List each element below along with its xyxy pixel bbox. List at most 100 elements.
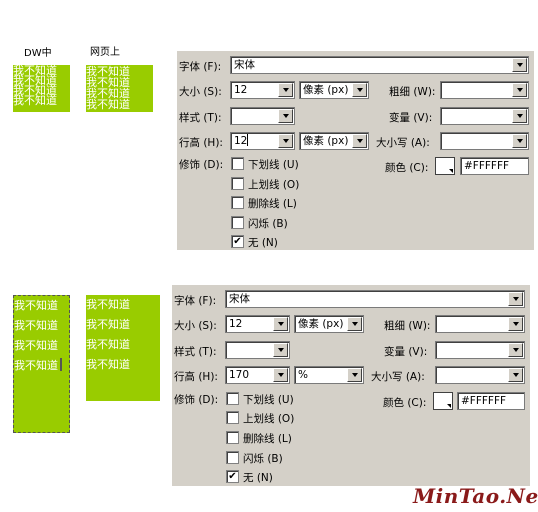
none-checkbox[interactable]: ✔	[231, 235, 244, 248]
variant-label: 变量 (V):	[389, 112, 433, 124]
font-value: 宋体	[234, 59, 255, 71]
preview-line: 我不知道	[13, 65, 57, 77]
size-value: 12	[234, 84, 248, 96]
variant-select[interactable]	[440, 107, 529, 125]
size-value: 12	[229, 318, 243, 330]
preview-line: 我不知道	[13, 94, 57, 107]
size-unit-value: 像素 (px)	[298, 318, 344, 330]
font-select[interactable]: 宋体	[230, 56, 529, 74]
chevron-down-icon	[352, 83, 367, 97]
weight-select[interactable]	[440, 81, 529, 99]
none-checkbox[interactable]: ✔	[226, 470, 239, 483]
color-label: 颜色 (C):	[383, 397, 427, 409]
color-value: #FFFFFF	[464, 160, 510, 172]
size-select[interactable]: 12	[230, 81, 295, 99]
chevron-down-icon	[278, 109, 293, 123]
lineheight-unit-select[interactable]: %	[294, 366, 364, 384]
chevron-down-icon	[273, 317, 288, 331]
color-input[interactable]: #FFFFFF	[460, 157, 529, 175]
none-label: 无 (N)	[248, 237, 278, 249]
chevron-down-icon	[352, 134, 367, 148]
chevron-down-icon	[347, 317, 362, 331]
chevron-down-icon	[512, 58, 527, 72]
caption-dw: DW中	[24, 48, 52, 59]
blink-checkbox[interactable]	[231, 216, 244, 229]
color-picker-swatch[interactable]	[435, 157, 455, 175]
color-label: 颜色 (C):	[385, 162, 429, 174]
chevron-down-icon	[508, 368, 523, 382]
strike-checkbox[interactable]	[231, 196, 244, 209]
chevron-down-icon	[278, 83, 293, 97]
case-label: 大小写 (A):	[376, 137, 430, 149]
lineheight-select[interactable]: 170	[225, 366, 290, 384]
dw-preview-tight: 我不知道 我不知道 我不知道 我不知道	[13, 65, 70, 112]
font-select[interactable]: 宋体	[225, 290, 525, 308]
case-select[interactable]	[435, 366, 525, 384]
chevron-down-icon	[512, 83, 527, 97]
chevron-down-icon	[508, 317, 523, 331]
case-select[interactable]	[440, 132, 529, 150]
color-value: #FFFFFF	[461, 395, 507, 407]
chevron-down-icon	[512, 134, 527, 148]
blink-label: 闪烁 (B)	[243, 453, 283, 465]
preview-line: 我不知道	[14, 356, 69, 376]
chevron-down-icon	[508, 292, 523, 306]
preview-line: 我不知道	[86, 358, 130, 371]
web-preview-spaced: 我不知道 我不知道 我不知道 我不知道	[86, 295, 160, 401]
lineheight-unit-select[interactable]: 像素 (px)	[299, 132, 369, 150]
preview-line: 我不知道	[86, 87, 130, 100]
style-label: 样式 (T):	[179, 112, 222, 124]
lineheight-label: 行高 (H):	[179, 137, 223, 149]
style-select[interactable]	[230, 107, 295, 125]
preview-line: 我不知道	[86, 65, 130, 78]
overline-label: 上划线 (O)	[243, 413, 295, 425]
preview-line: 我不知道	[14, 319, 58, 332]
style-select[interactable]	[225, 341, 290, 359]
underline-checkbox[interactable]	[231, 157, 244, 170]
preview-line: 我不知道	[86, 98, 130, 111]
web-preview-tight: 我不知道 我不知道 我不知道 我不知道	[86, 65, 153, 112]
preview-line: 我不知道	[13, 74, 57, 87]
watermark-logo: MinTao.Net	[413, 484, 538, 508]
strike-label: 删除线 (L)	[243, 433, 292, 445]
css-type-panel-bottom: 字体 (F): 宋体 大小 (S): 12 像素 (px) 粗细 (W): 样式…	[172, 285, 530, 486]
preview-line: 我不知道	[14, 339, 58, 352]
preview-line: 我不知道	[86, 76, 130, 89]
lineheight-unit-value: 像素 (px)	[303, 135, 349, 147]
color-input[interactable]: #FFFFFF	[457, 392, 525, 410]
size-select[interactable]: 12	[225, 315, 290, 333]
size-unit-select[interactable]: 像素 (px)	[299, 81, 369, 99]
overline-label: 上划线 (O)	[248, 179, 300, 191]
lineheight-select[interactable]: 12	[230, 132, 295, 150]
text-cursor	[60, 358, 62, 371]
chevron-down-icon	[273, 343, 288, 357]
weight-label: 粗细 (W):	[389, 86, 436, 98]
preview-line: 我不知道	[86, 318, 130, 331]
color-picker-swatch[interactable]	[433, 392, 453, 410]
weight-select[interactable]	[435, 315, 525, 333]
font-value: 宋体	[229, 293, 250, 305]
blink-label: 闪烁 (B)	[248, 218, 288, 230]
text-cursor	[247, 134, 249, 146]
underline-label: 下划线 (U)	[248, 159, 299, 171]
chevron-down-icon	[512, 109, 527, 123]
variant-label: 变量 (V):	[384, 346, 428, 358]
decoration-label: 修饰 (D):	[179, 159, 224, 171]
blink-checkbox[interactable]	[226, 451, 239, 464]
case-label: 大小写 (A):	[371, 371, 425, 383]
variant-select[interactable]	[435, 341, 525, 359]
underline-checkbox[interactable]	[226, 392, 239, 405]
caption-web: 网页上	[90, 47, 120, 58]
strike-label: 删除线 (L)	[248, 198, 297, 210]
overline-checkbox[interactable]	[226, 411, 239, 424]
chevron-down-icon	[273, 368, 288, 382]
size-unit-select[interactable]: 像素 (px)	[294, 315, 364, 333]
lineheight-value: 170	[229, 369, 250, 381]
strike-checkbox[interactable]	[226, 431, 239, 444]
size-label: 大小 (S):	[179, 86, 222, 98]
lineheight-unit-value: %	[298, 369, 308, 381]
font-label: 字体 (F):	[174, 295, 217, 307]
overline-checkbox[interactable]	[231, 177, 244, 190]
css-type-panel-top: 字体 (F): 宋体 大小 (S): 12 像素 (px) 粗细 (W): 样式…	[177, 51, 534, 250]
none-label: 无 (N)	[243, 472, 273, 484]
